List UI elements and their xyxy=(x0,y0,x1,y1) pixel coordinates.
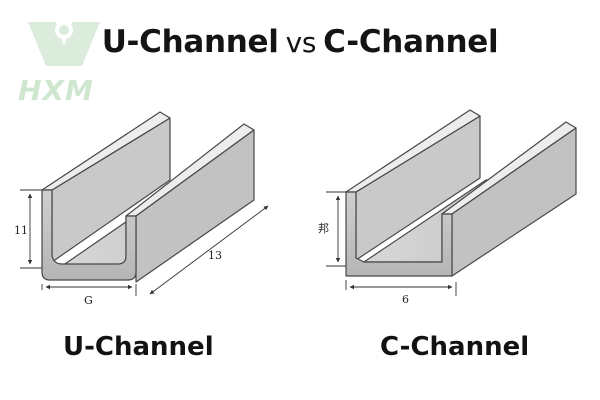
logo-text: HXM xyxy=(18,74,94,107)
title-connector: vs xyxy=(285,26,317,59)
u-channel-front-profile xyxy=(41,189,137,281)
c-width-label: 6 xyxy=(402,293,409,306)
c-channel-drawing xyxy=(345,109,577,277)
u-channel-caption: U-Channel xyxy=(63,332,214,362)
c-channel-caption: C-Channel xyxy=(380,332,530,362)
u-height-dimension xyxy=(20,189,42,269)
u-height-label: 11 xyxy=(14,224,28,237)
u-width-label: G xyxy=(84,294,93,307)
hxm-brand-icon xyxy=(28,21,100,66)
hxm-logo xyxy=(28,21,100,66)
c-channel-front-profile xyxy=(345,191,453,277)
title-right: C-Channel xyxy=(323,24,499,60)
u-length-label: 13 xyxy=(208,249,222,262)
c-height-dimension xyxy=(326,191,346,267)
title-left: U-Channel xyxy=(101,24,279,60)
u-channel-drawing xyxy=(41,111,255,283)
c-width-dimension xyxy=(345,280,457,296)
c-height-label: 邦 xyxy=(318,222,329,235)
u-length-dimension xyxy=(149,205,269,295)
u-width-dimension xyxy=(41,284,137,296)
